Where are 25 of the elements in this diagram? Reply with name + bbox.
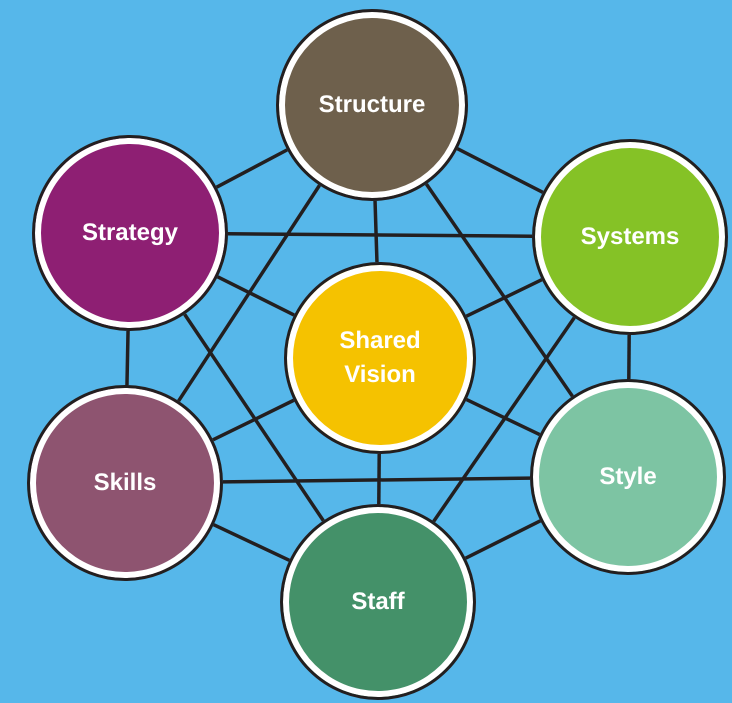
connector-line <box>212 398 295 442</box>
connector-line <box>212 523 290 562</box>
connector-line <box>373 200 379 262</box>
node-label: Skills <box>92 468 158 498</box>
connector-line <box>627 334 631 380</box>
connector-line <box>125 330 130 386</box>
connector-line <box>183 313 325 522</box>
connector-line <box>456 147 544 194</box>
connector-line <box>216 148 288 189</box>
connector-line <box>464 519 542 560</box>
node-label: Style <box>598 462 658 492</box>
connector-line <box>424 183 574 398</box>
connector-line <box>222 476 530 484</box>
node-label: Shared Vision <box>338 326 422 390</box>
connector-line <box>177 184 321 402</box>
connector-line <box>228 232 532 238</box>
connector-line <box>466 278 543 318</box>
connector-line <box>466 398 540 436</box>
node-label: Structure <box>318 90 426 120</box>
node-label: Systems <box>580 222 680 252</box>
connector-line <box>377 454 381 504</box>
connector-line <box>432 316 576 522</box>
connector-line <box>216 275 295 317</box>
node-label: Strategy <box>80 218 180 248</box>
node-label: Staff <box>350 587 406 617</box>
